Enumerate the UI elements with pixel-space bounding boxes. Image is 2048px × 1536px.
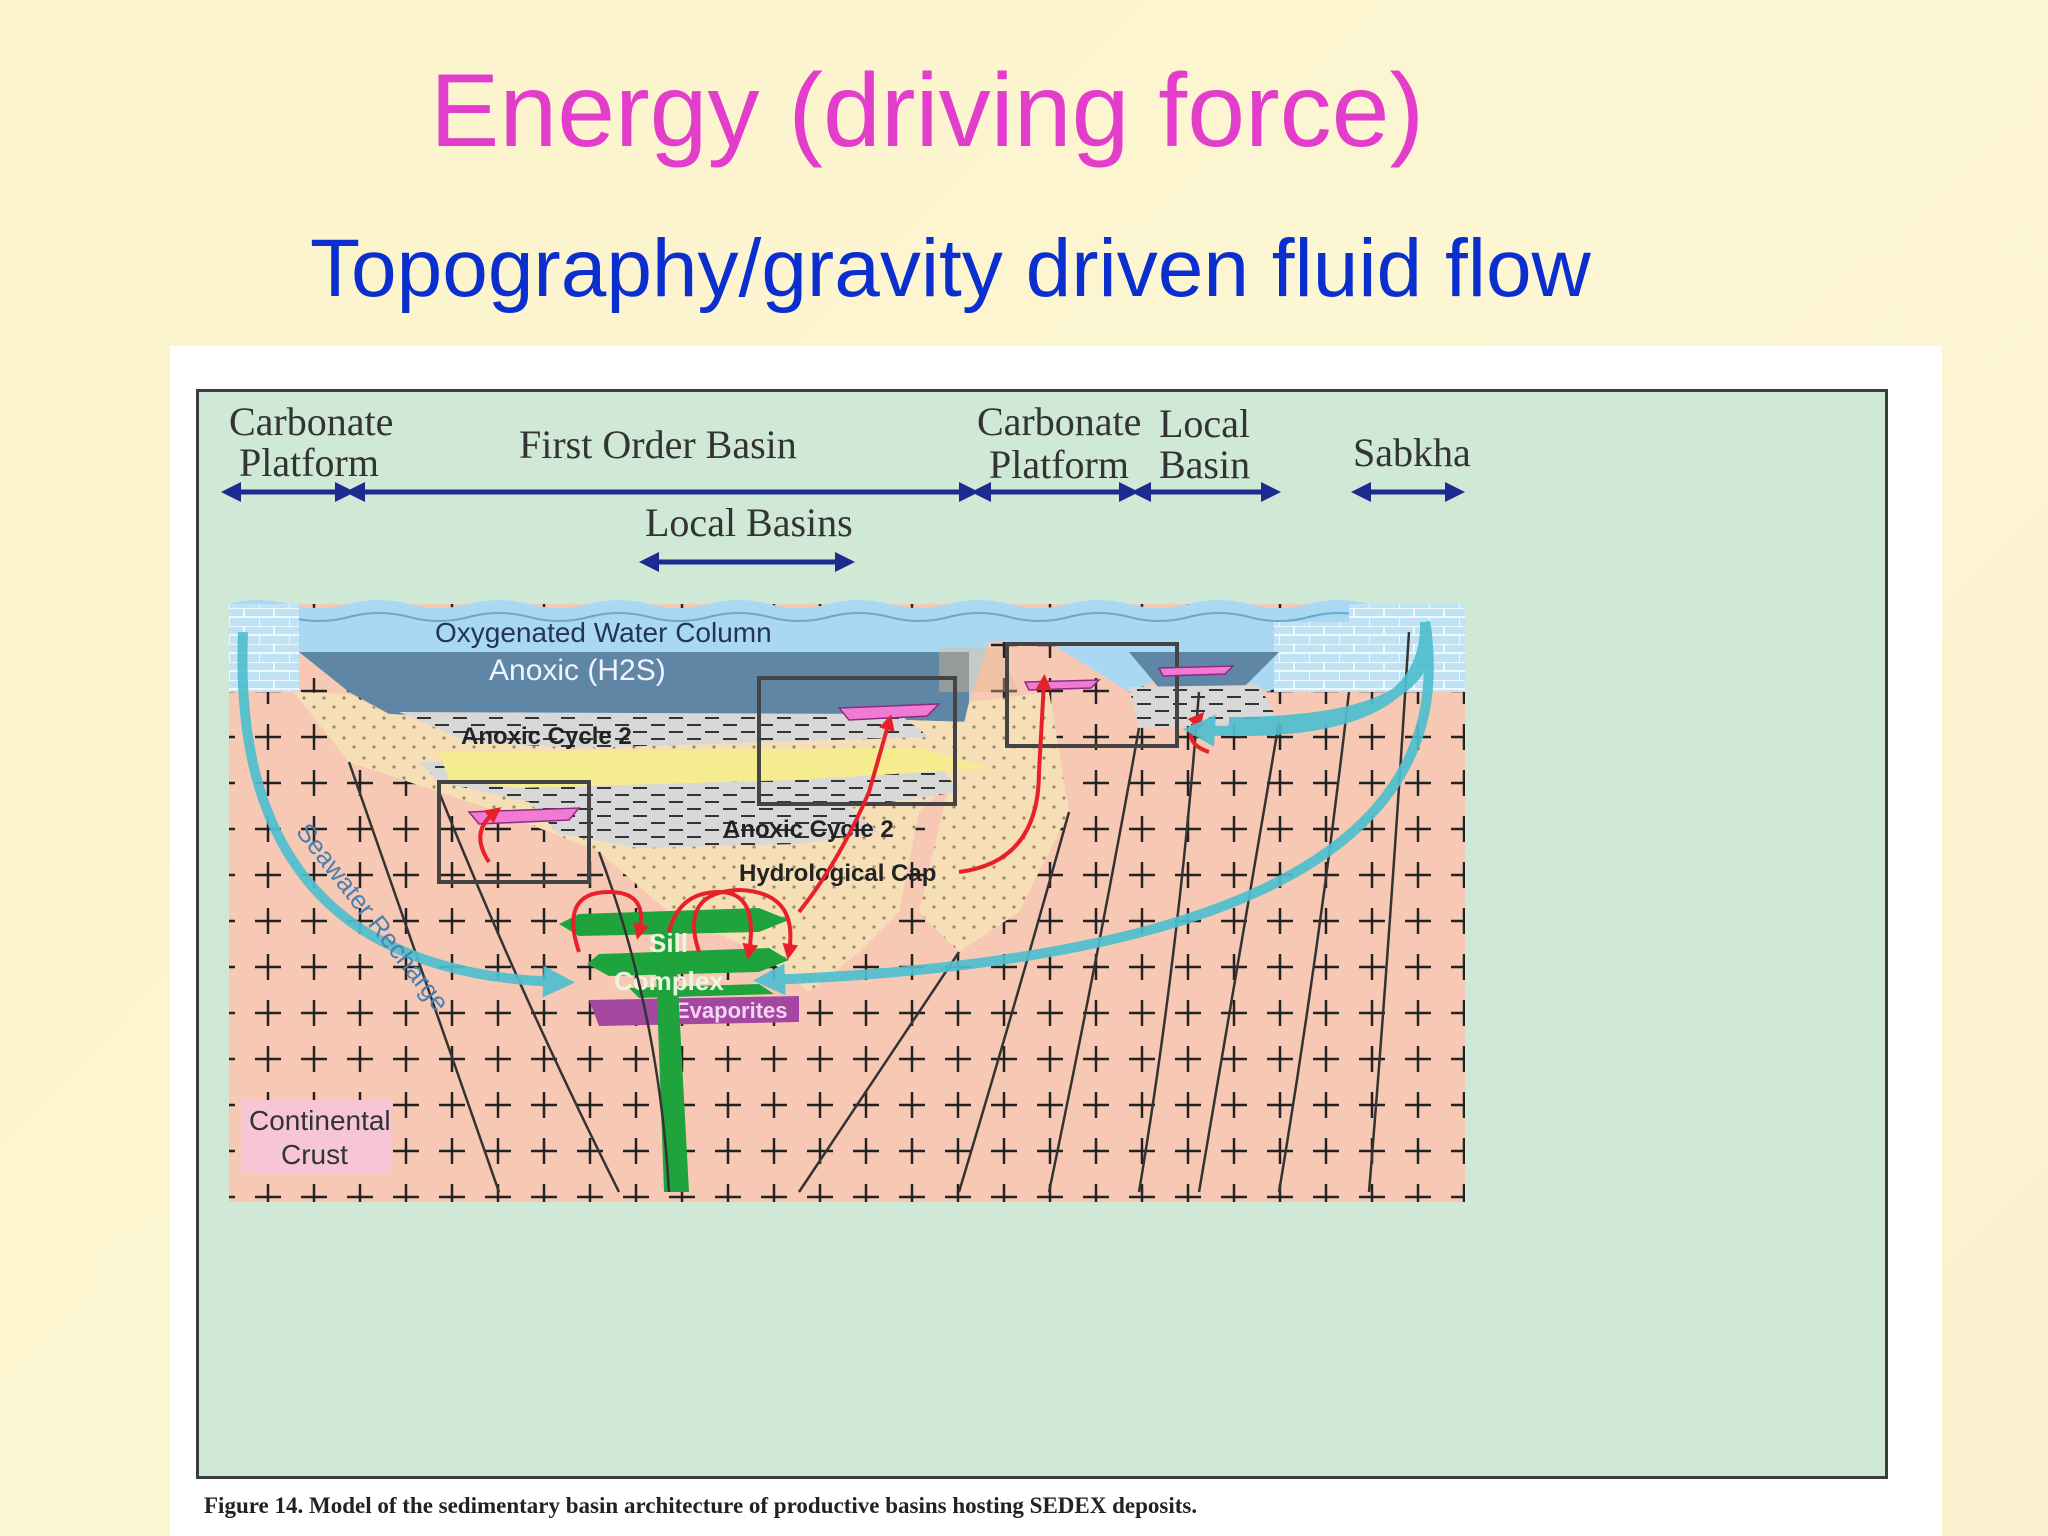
fluid-flow-arrows [478, 674, 1210, 960]
evaporites-label: Evaporites [675, 998, 788, 1023]
top-label-sabkha: Sabkha [1353, 430, 1471, 475]
extent-arrows [221, 482, 1465, 572]
figure-frame: Carbonate Platform First Order Basin Car… [196, 389, 1888, 1479]
label-text: Platform [989, 442, 1129, 487]
sill-label: Sill [649, 928, 688, 958]
anoxic-cycle-upper-label: Anoxic Cycle 2 [461, 723, 632, 750]
hydrological-cap-label: Hydrological Cap [739, 860, 936, 887]
figure-caption: Figure 14. Model of the sedimentary basi… [204, 1493, 1198, 1518]
seawater-recharge-arrows [237, 620, 1434, 998]
oxygenated-water-label: Oxygenated Water Column [435, 617, 772, 648]
top-label-first-order-basin: First Order Basin [519, 422, 797, 467]
top-label-carbonate-platform-right: Carbonate Platform [977, 399, 1141, 487]
continental-crust-label: Continental [249, 1105, 391, 1136]
cross-section: Evaporites Sill Complex [228, 600, 1465, 1202]
anoxic-label: Anoxic (H2S) [489, 654, 666, 687]
sill-complex [559, 908, 789, 1192]
basin-diagram: Carbonate Platform First Order Basin Car… [221, 399, 1471, 1202]
slide-subtitle: Topography/gravity driven fluid flow [310, 223, 1591, 314]
top-label-local-basins: Local Basins [645, 500, 853, 545]
anoxic-cycle-lower-label: Anoxic Cycle 2 [723, 816, 894, 843]
label-text: Carbonate [977, 399, 1141, 444]
label-text: Local [1159, 401, 1250, 446]
continental-crust-label: Crust [281, 1139, 348, 1170]
figure-panel: Carbonate Platform First Order Basin Car… [170, 346, 1942, 1536]
label-text: Platform [239, 440, 379, 485]
top-label-local-basin: Local Basin [1159, 401, 1250, 487]
detail-boxes [437, 642, 1179, 884]
slide-title: Energy (driving force) [430, 53, 1425, 169]
complex-label: Complex [614, 966, 724, 996]
top-label-carbonate-platform-left: Carbonate Platform [229, 399, 393, 485]
fault-lines [347, 631, 1411, 1193]
label-text: Basin [1159, 442, 1250, 487]
label-text: Carbonate [229, 399, 393, 444]
